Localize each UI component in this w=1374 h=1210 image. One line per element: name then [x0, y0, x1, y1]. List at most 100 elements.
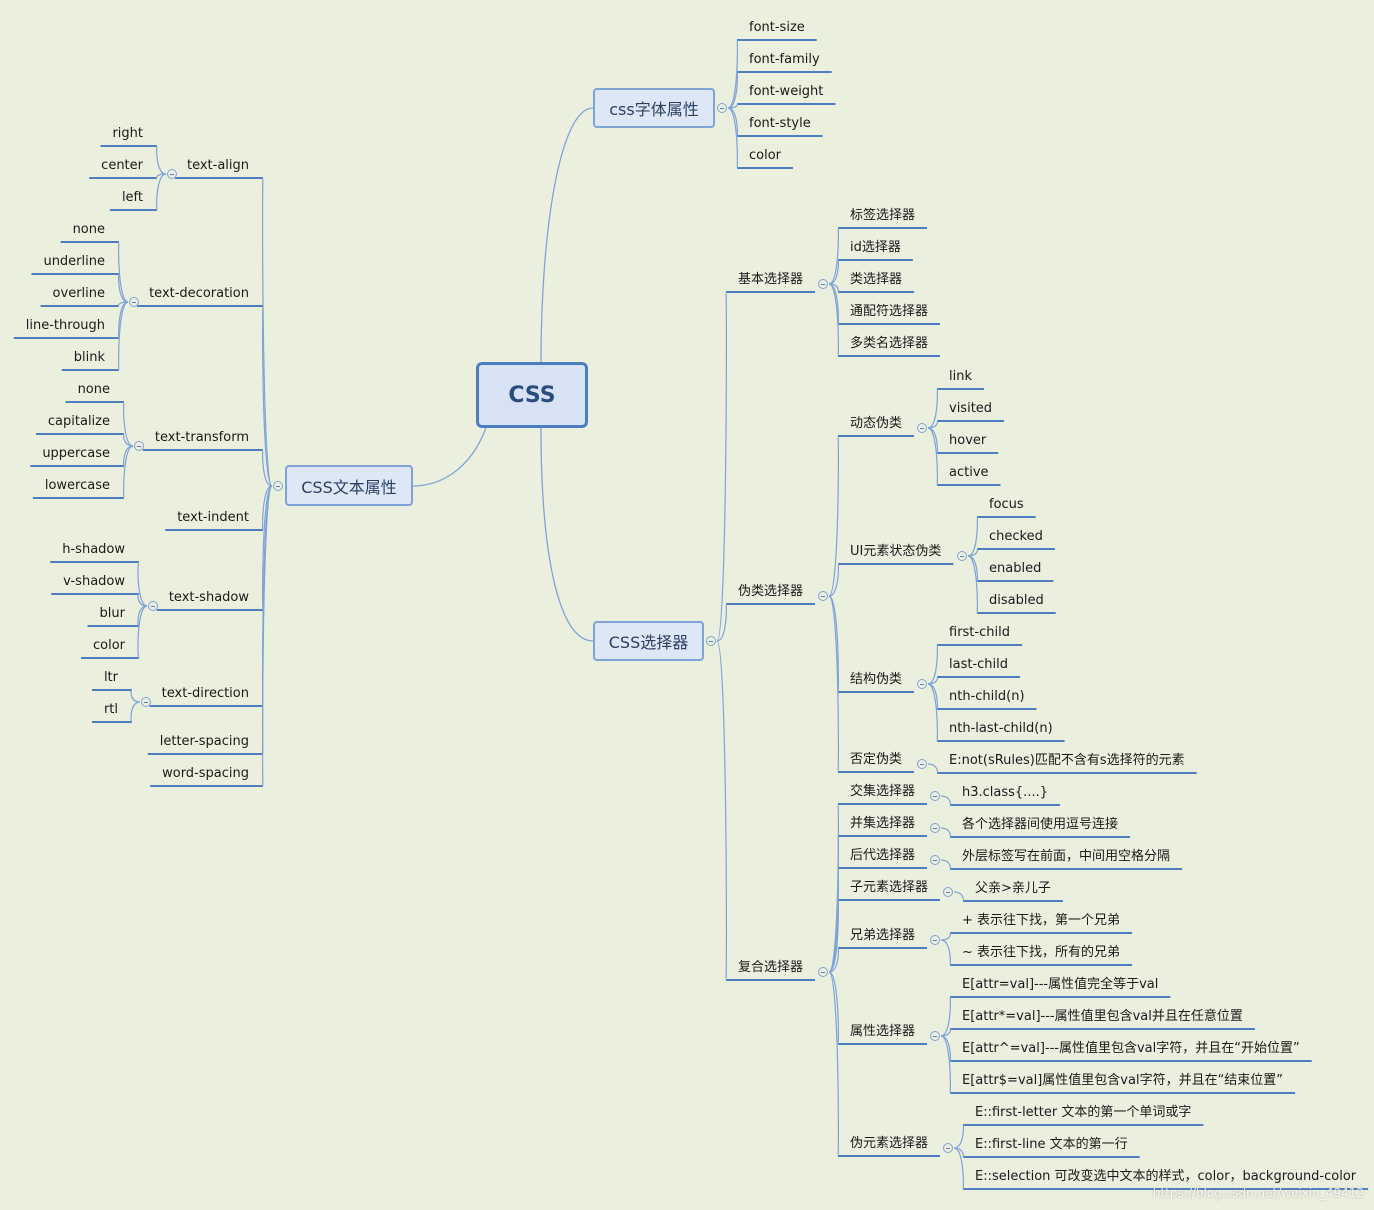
- collapse-toggle-icon[interactable]: [943, 1143, 953, 1153]
- text-indent-node[interactable]: text-indent: [177, 510, 249, 525]
- collapse-toggle-icon[interactable]: [717, 103, 727, 113]
- compound-selector-item[interactable]: E[attr$=val]属性值里包含val字符，并且在“结束位置”: [962, 1073, 1284, 1088]
- text-transform-node[interactable]: text-transform: [154, 430, 249, 445]
- compound-selector-item[interactable]: ~ 表示往下找，所有的兄弟: [962, 945, 1121, 960]
- pseudo-class-item[interactable]: active: [949, 465, 989, 480]
- text-shadow-node[interactable]: text-shadow: [168, 590, 249, 605]
- text-value-item[interactable]: v-shadow: [63, 574, 125, 589]
- pseudo-class-item[interactable]: disabled: [989, 593, 1044, 608]
- basic-selector-item[interactable]: 多类名选择器: [850, 336, 929, 351]
- compound-selector-item[interactable]: E::selection 可改变选中文本的样式，color，background…: [975, 1169, 1357, 1184]
- font-property-item[interactable]: color: [749, 148, 782, 163]
- pseudo-class-item[interactable]: visited: [949, 401, 993, 416]
- text-value-item[interactable]: blink: [73, 350, 105, 365]
- basic-selector-item[interactable]: 标签选择器: [850, 208, 916, 223]
- pseudo-class-item[interactable]: first-child: [949, 625, 1010, 640]
- attribute-selector-node[interactable]: 属性选择器: [850, 1024, 916, 1039]
- text-value-item[interactable]: lowercase: [44, 478, 110, 493]
- font-property-item[interactable]: font-family: [749, 52, 820, 67]
- compound-selector-item[interactable]: 外层标签写在前面，中间用空格分隔: [962, 849, 1171, 864]
- pseudo-element-selector-node[interactable]: 伪元素选择器: [850, 1136, 929, 1151]
- pseudo-class-node[interactable]: 伪类选择器: [738, 584, 804, 599]
- compound-selector-item[interactable]: 父亲>亲儿子: [975, 881, 1051, 896]
- compound-selector-item[interactable]: E[attr*=val]---属性值里包含val并且在任意位置: [962, 1009, 1243, 1024]
- structural-pseudo-node[interactable]: 结构伪类: [850, 672, 903, 687]
- font-property-item[interactable]: font-style: [749, 116, 811, 131]
- collapse-toggle-icon[interactable]: [957, 551, 967, 561]
- pseudo-class-item[interactable]: focus: [989, 497, 1024, 512]
- basic-selector-node[interactable]: 基本选择器: [738, 272, 804, 287]
- text-value-item[interactable]: none: [77, 382, 110, 397]
- collapse-toggle-icon[interactable]: [167, 169, 177, 179]
- font-property-item[interactable]: font-size: [749, 20, 805, 35]
- text-value-item[interactable]: underline: [43, 254, 105, 269]
- pseudo-class-item[interactable]: checked: [989, 529, 1043, 544]
- collapse-toggle-icon[interactable]: [917, 423, 927, 433]
- ui-state-pseudo-node[interactable]: UI元素状态伪类: [850, 544, 942, 559]
- text-value-item[interactable]: right: [112, 126, 143, 141]
- basic-selector-item[interactable]: 类选择器: [850, 272, 903, 287]
- font-property-item[interactable]: font-weight: [749, 84, 824, 99]
- text-value-item[interactable]: uppercase: [42, 446, 110, 461]
- pseudo-class-item[interactable]: last-child: [949, 657, 1009, 672]
- compound-selector-item[interactable]: + 表示往下找，第一个兄弟: [962, 913, 1121, 928]
- collapse-toggle-icon[interactable]: [943, 887, 953, 897]
- branch-text-properties[interactable]: CSS文本属性: [285, 465, 413, 506]
- letter-spacing-node[interactable]: letter-spacing: [159, 734, 249, 749]
- compound-selector-node[interactable]: 复合选择器: [738, 960, 804, 975]
- compound-selector-item[interactable]: 各个选择器间使用逗号连接: [962, 817, 1119, 832]
- compound-selector-item[interactable]: E::first-line 文本的第一行: [975, 1137, 1128, 1152]
- text-value-item[interactable]: color: [92, 638, 125, 653]
- word-spacing-node[interactable]: word-spacing: [162, 766, 249, 781]
- branch-font-properties[interactable]: css字体属性: [593, 88, 715, 128]
- text-value-item[interactable]: h-shadow: [62, 542, 125, 557]
- text-align-node[interactable]: text-align: [186, 158, 249, 173]
- collapse-toggle-icon[interactable]: [930, 823, 940, 833]
- child-selector-node[interactable]: 子元素选择器: [850, 880, 929, 895]
- collapse-toggle-icon[interactable]: [706, 636, 716, 646]
- compound-selector-item[interactable]: E::first-letter 文本的第一个单词或字: [975, 1105, 1192, 1120]
- sibling-selector-node[interactable]: 兄弟选择器: [850, 928, 916, 943]
- text-value-item[interactable]: ltr: [103, 670, 118, 685]
- pseudo-class-item[interactable]: hover: [949, 433, 987, 448]
- collapse-toggle-icon[interactable]: [148, 601, 158, 611]
- basic-selector-item[interactable]: id选择器: [850, 240, 901, 255]
- collapse-toggle-icon[interactable]: [134, 441, 144, 451]
- collapse-toggle-icon[interactable]: [917, 759, 927, 769]
- dynamic-pseudo-node[interactable]: 动态伪类: [850, 416, 903, 431]
- collapse-toggle-icon[interactable]: [273, 481, 283, 491]
- union-selector-node[interactable]: 并集选择器: [850, 816, 916, 831]
- text-value-item[interactable]: left: [121, 190, 143, 205]
- compound-selector-item[interactable]: h3.class{....}: [962, 785, 1048, 800]
- text-value-item[interactable]: blur: [99, 606, 125, 621]
- basic-selector-item[interactable]: 通配符选择器: [850, 304, 929, 319]
- collapse-toggle-icon[interactable]: [141, 697, 151, 707]
- text-decoration-node[interactable]: text-decoration: [149, 286, 249, 301]
- text-value-item[interactable]: overline: [52, 286, 105, 301]
- text-value-item[interactable]: center: [101, 158, 143, 173]
- pseudo-class-item[interactable]: link: [949, 369, 972, 384]
- pseudo-class-item[interactable]: nth-child(n): [949, 689, 1025, 704]
- central-topic[interactable]: CSS: [476, 362, 588, 428]
- pseudo-class-item[interactable]: nth-last-child(n): [949, 721, 1053, 736]
- collapse-toggle-icon[interactable]: [930, 855, 940, 865]
- collapse-toggle-icon[interactable]: [129, 297, 139, 307]
- pseudo-class-item[interactable]: E:not(sRules)匹配不含有s选择符的元素: [949, 753, 1185, 768]
- negation-pseudo-node[interactable]: 否定伪类: [850, 752, 903, 767]
- collapse-toggle-icon[interactable]: [818, 967, 828, 977]
- collapse-toggle-icon[interactable]: [930, 791, 940, 801]
- compound-selector-item[interactable]: E[attr=val]---属性值完全等于val: [962, 977, 1159, 992]
- text-direction-node[interactable]: text-direction: [161, 686, 249, 701]
- collapse-toggle-icon[interactable]: [930, 935, 940, 945]
- collapse-toggle-icon[interactable]: [818, 279, 828, 289]
- text-value-item[interactable]: line-through: [25, 318, 105, 333]
- collapse-toggle-icon[interactable]: [917, 679, 927, 689]
- collapse-toggle-icon[interactable]: [818, 591, 828, 601]
- intersection-selector-node[interactable]: 交集选择器: [850, 784, 916, 799]
- branch-selectors[interactable]: CSS选择器: [593, 621, 704, 661]
- text-value-item[interactable]: capitalize: [47, 414, 110, 429]
- text-value-item[interactable]: none: [72, 222, 105, 237]
- text-value-item[interactable]: rtl: [103, 702, 118, 717]
- collapse-toggle-icon[interactable]: [930, 1031, 940, 1041]
- pseudo-class-item[interactable]: enabled: [989, 561, 1042, 576]
